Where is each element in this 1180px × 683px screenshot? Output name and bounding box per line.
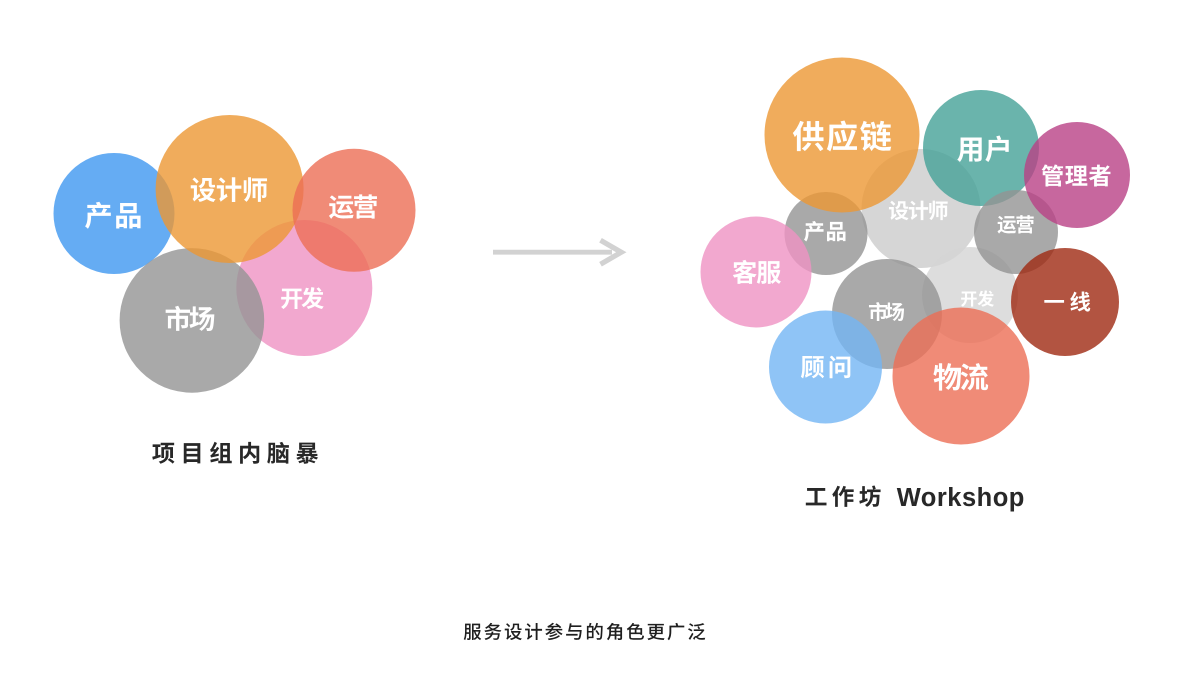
svg-text:Workshop: Workshop xyxy=(897,484,1025,512)
